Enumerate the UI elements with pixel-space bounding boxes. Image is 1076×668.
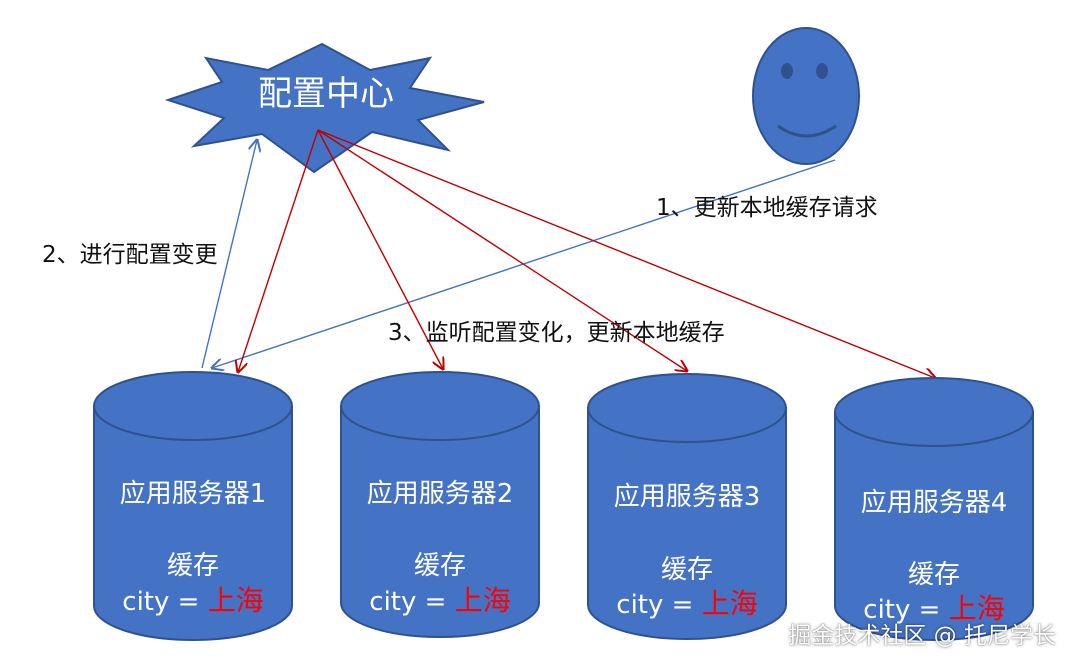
smiley-left-eye-icon	[781, 63, 793, 79]
config-center-star-shape	[164, 42, 485, 174]
server-2-name: 应用服务器2	[367, 479, 514, 509]
server-4-city-line: city = 上海	[863, 592, 1004, 625]
server-4-cylinder-body	[834, 411, 1034, 641]
arrow-config-to-server4	[317, 129, 935, 378]
server-3: 应用服务器3 缓存 city = 上海	[587, 373, 787, 640]
server-3-city-line: city = 上海	[616, 587, 757, 620]
server-4-cylinder-top	[834, 377, 1034, 447]
server-1-cylinder-top	[93, 371, 293, 441]
server-3-cylinder-body	[587, 407, 787, 640]
server-1-cylinder-body	[93, 405, 293, 641]
step3-label: 3、监听配置变化，更新本地缓存	[388, 320, 725, 346]
arrow-config-to-server2	[317, 129, 443, 369]
server-2-city-key: city =	[369, 587, 454, 617]
user-smiley	[752, 27, 860, 165]
server-4-city-value: 上海	[949, 592, 1005, 625]
server-3-cylinder-top	[587, 373, 787, 443]
server-4-name: 应用服务器4	[861, 488, 1008, 518]
server-2-cache-label: 缓存	[414, 551, 466, 581]
config-center-label: 配置中心	[258, 74, 394, 114]
server-4: 应用服务器4 缓存 city = 上海	[834, 377, 1034, 641]
arrow-config-to-server1	[238, 129, 319, 372]
server-1-cache-label: 缓存	[167, 551, 219, 581]
server-3-name: 应用服务器3	[614, 482, 761, 512]
server-3-cache-label: 缓存	[661, 555, 713, 585]
server-3-city-value: 上海	[702, 587, 758, 620]
watermark: 掘金技术社区 @ 托尼学长	[788, 623, 1056, 649]
server-2-city-value: 上海	[455, 584, 511, 617]
arrow-config-to-server3	[317, 129, 687, 371]
server-4-city-key: city =	[863, 595, 948, 625]
step2-label: 2、进行配置变更	[42, 242, 218, 268]
smiley-face-icon	[752, 27, 860, 165]
server-1-city-key: city =	[122, 587, 207, 617]
server-2: 应用服务器2 缓存 city = 上海	[340, 371, 540, 638]
server-2-cylinder-body	[340, 405, 540, 638]
server-1: 应用服务器1 缓存 city = 上海	[93, 371, 293, 641]
step1-label: 1、更新本地缓存请求	[656, 195, 878, 221]
server-2-city-line: city = 上海	[369, 584, 510, 617]
arrow-server1-to-config-center	[201, 140, 257, 369]
server-1-name: 应用服务器1	[120, 479, 267, 509]
smiley-right-eye-icon	[816, 63, 828, 79]
server-1-city-value: 上海	[208, 584, 264, 617]
server-3-city-key: city =	[616, 590, 701, 620]
config-center: 配置中心	[164, 42, 485, 174]
server-1-city-line: city = 上海	[122, 584, 263, 617]
smiley-mouth-icon	[777, 124, 837, 138]
server-4-cache-label: 缓存	[908, 560, 960, 590]
server-2-cylinder-top	[340, 371, 540, 441]
